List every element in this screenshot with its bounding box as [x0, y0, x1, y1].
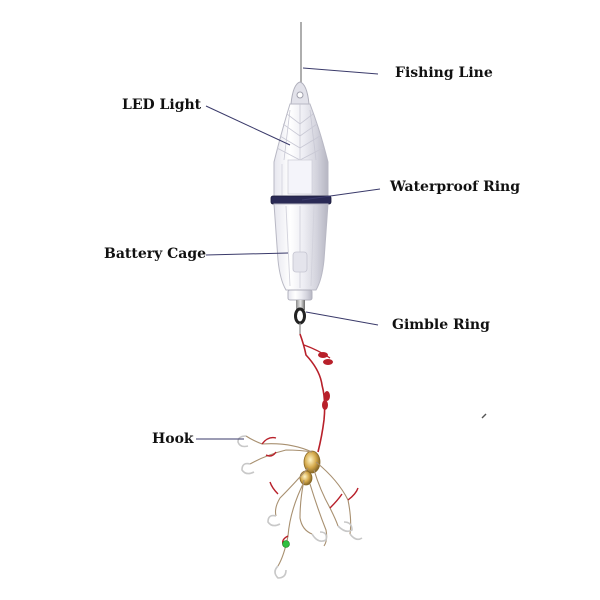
label-led-light: LED Light	[122, 97, 202, 113]
hooks	[237, 435, 363, 579]
leader-waterproof-ring	[301, 188, 381, 201]
leader-gimble-ring	[305, 311, 379, 326]
leader-fishing-line	[302, 67, 379, 75]
eyelet-hole	[296, 91, 304, 99]
battery-cage	[273, 203, 329, 291]
label-gimble-ring: Gimble Ring	[392, 317, 490, 333]
label-waterproof-ring: Waterproof Ring	[390, 179, 520, 195]
stray-mark	[481, 413, 487, 419]
label-hook: Hook	[152, 431, 194, 447]
label-fishing-line: Fishing Line	[395, 65, 493, 81]
gimble-ring	[294, 307, 306, 325]
hook-swivel	[303, 450, 321, 474]
leader-battery-cage	[205, 252, 289, 256]
wire-twists	[318, 352, 333, 410]
hook-wires	[245, 435, 352, 567]
leader-led-light	[205, 105, 291, 146]
gimble-swivel	[296, 300, 305, 310]
led-inner	[287, 159, 313, 195]
bottom-cap	[287, 289, 313, 301]
leader-lines	[196, 67, 381, 440]
green-bead	[282, 540, 290, 548]
label-battery-cage: Battery Cage	[104, 246, 207, 262]
battery-hint	[292, 251, 308, 273]
cage-ribs	[285, 205, 315, 288]
red-leader-wire	[299, 333, 326, 453]
